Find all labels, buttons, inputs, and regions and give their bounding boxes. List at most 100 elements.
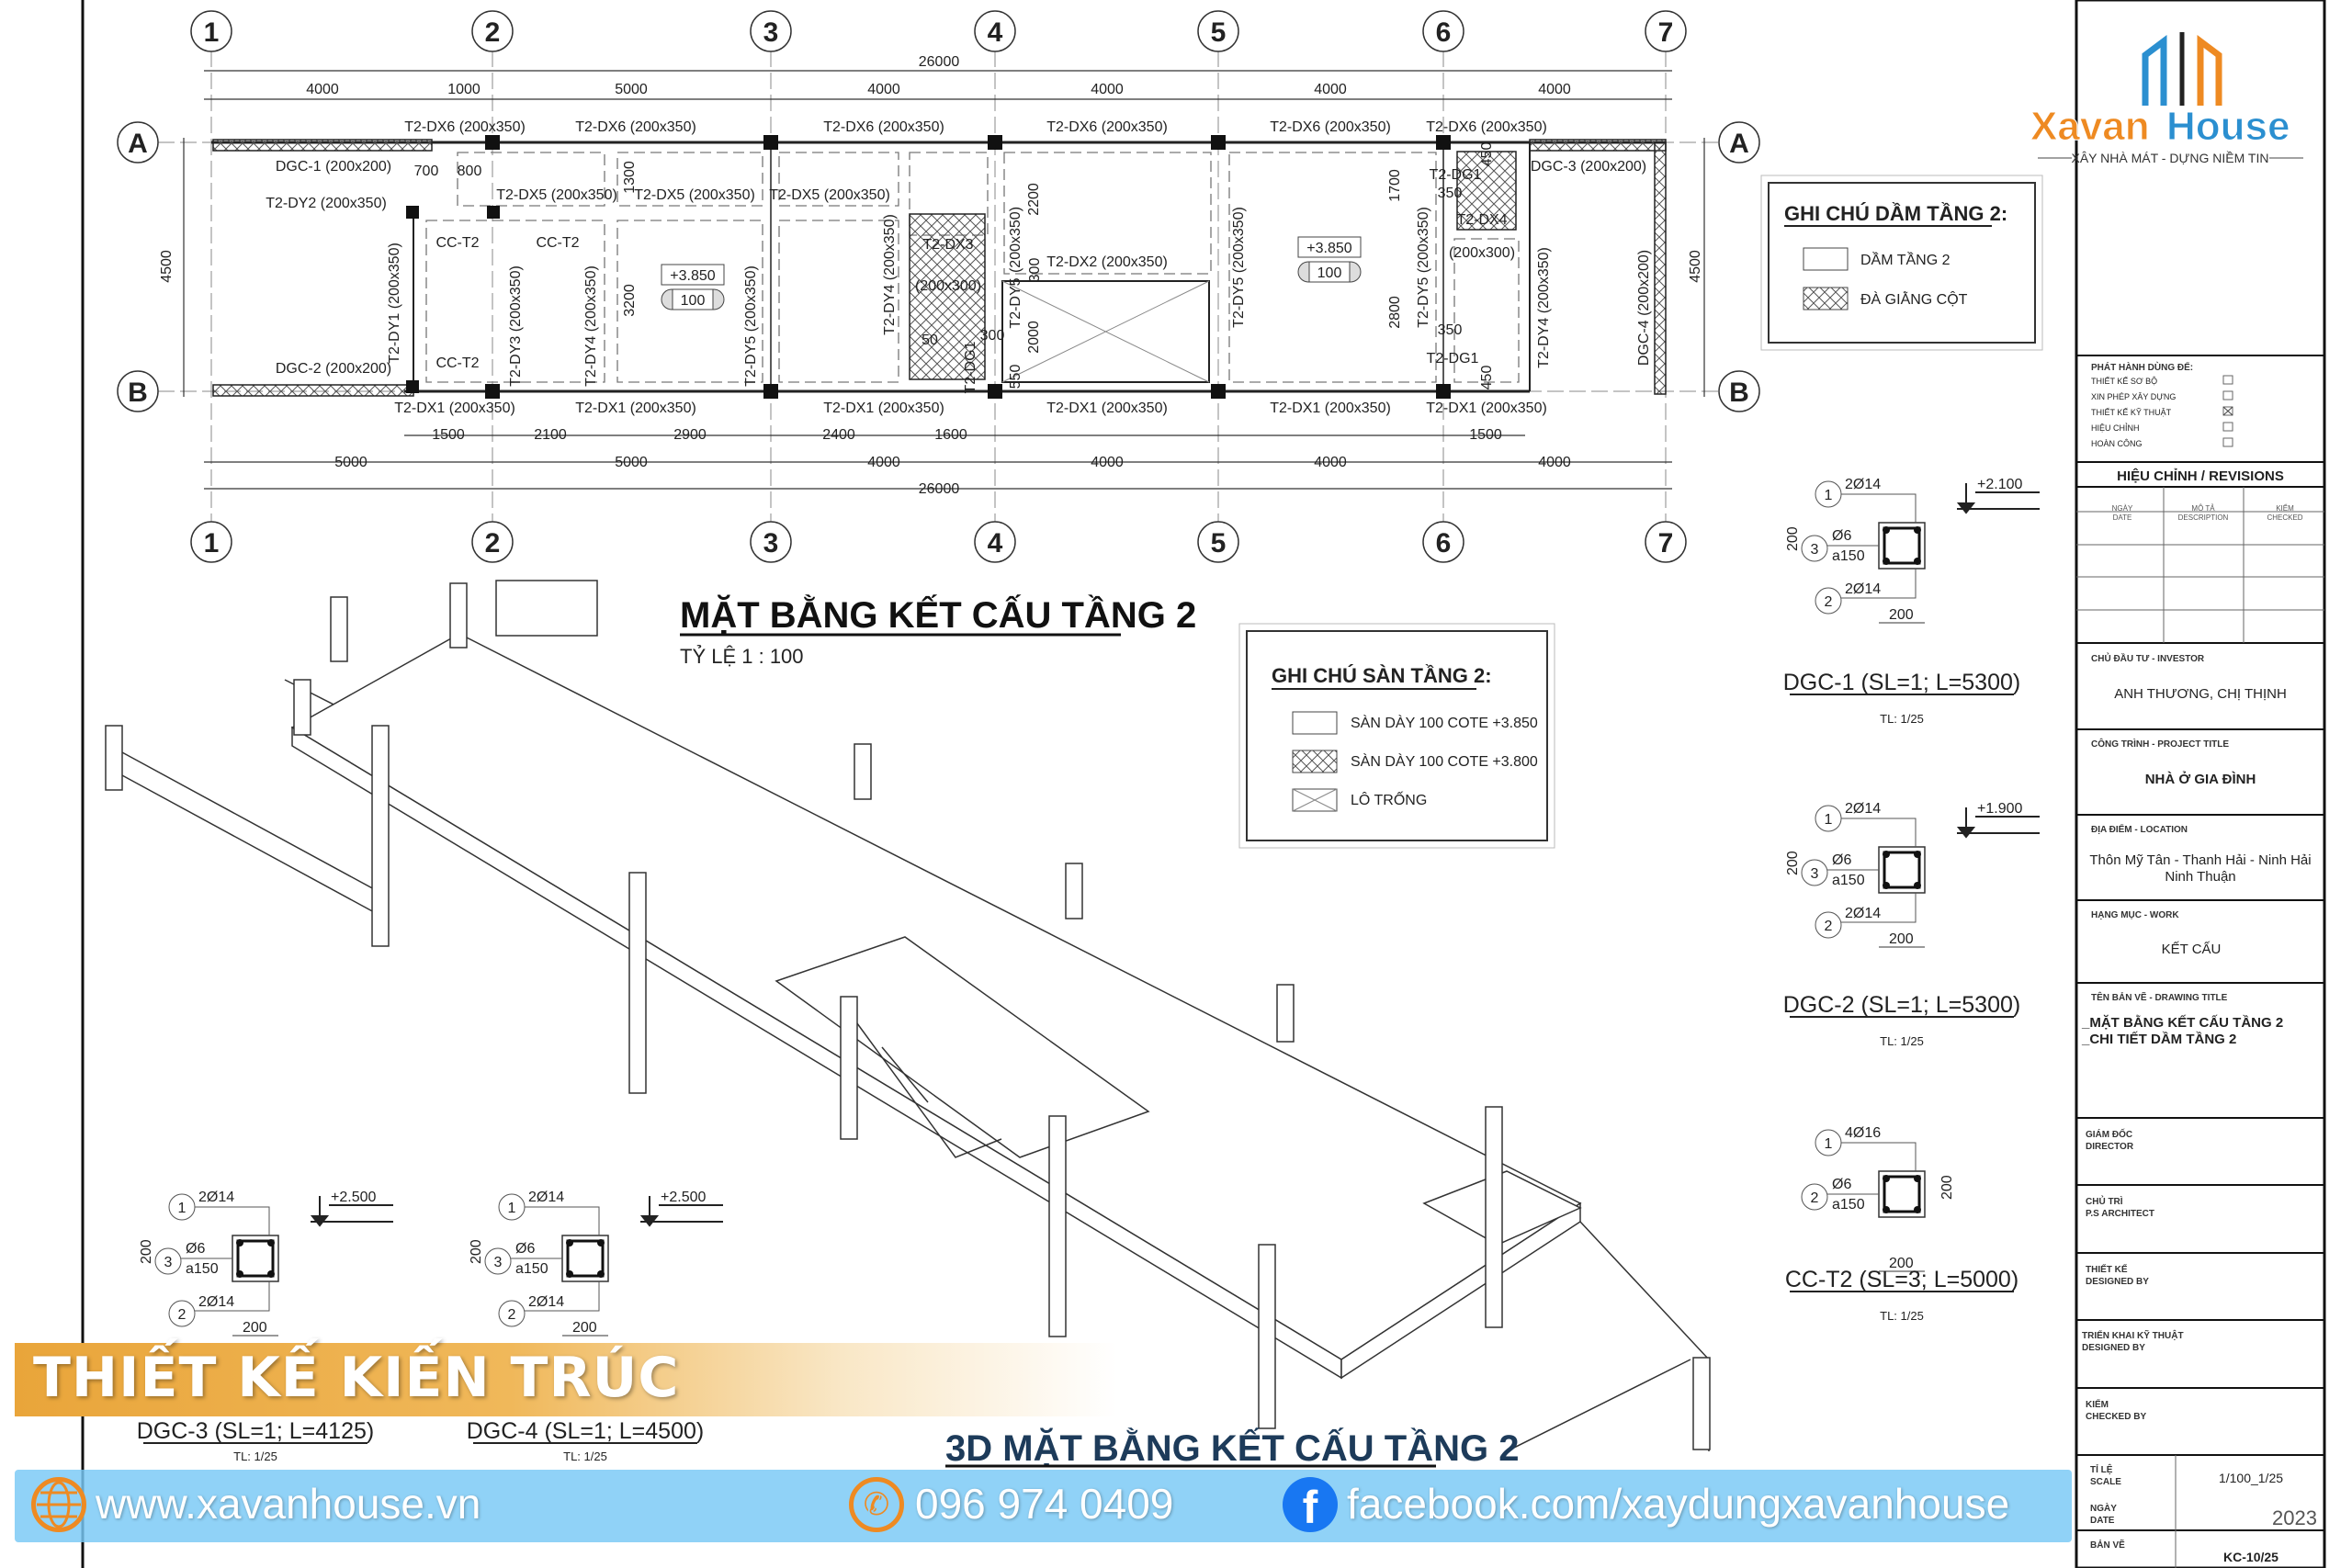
issue-title: PHÁT HÀNH DÙNG ĐỂ: <box>2091 361 2193 373</box>
website-link[interactable]: www.xavanhouse.vn <box>96 1480 481 1528</box>
issue-checkbox[interactable] <box>2222 375 2233 385</box>
grid-4: 4 <box>988 17 1003 48</box>
rev-col: NGÀY <box>2112 504 2133 513</box>
dim-bottom: 5000 <box>615 455 648 470</box>
plan-vlabel: T2-DY5 (200x350) <box>1416 207 1431 328</box>
section-top: 2Ø14 <box>1845 477 1881 492</box>
rebar-marker <box>1815 587 1842 615</box>
rebar <box>236 1239 243 1247</box>
dim-bottom: 1500 <box>1469 427 1502 443</box>
sheet-label: BẢN VẼ <box>2090 1539 2125 1551</box>
beam-label: T2-DX1 (200x350) <box>394 400 515 416</box>
grid-bubbles: 1 2 3 4 5 6 7 1 2 3 4 5 6 7 A B A B <box>117 10 1760 563</box>
dim-bottom: 2100 <box>534 427 567 443</box>
plan-label: T2-DY2 (200x350) <box>266 196 387 211</box>
grid-7-bottom: 7 <box>1658 528 1674 558</box>
rebar-marker <box>1801 859 1828 886</box>
section-scale: TL: 1/25 <box>233 1450 277 1463</box>
section-bottom: 2Ø14 <box>528 1294 564 1310</box>
rebar-marker <box>498 1300 526 1327</box>
section-spacing: a150 <box>1832 1197 1865 1213</box>
scale-label-en: SCALE <box>2090 1477 2121 1487</box>
plan-label: T2-DG1 <box>1427 351 1479 367</box>
investor: ANH THƯƠNG, CHỊ THỊNH <box>2114 686 2287 702</box>
rebar <box>236 1270 243 1278</box>
section-stirrup: Ø6 <box>186 1241 205 1257</box>
section-stirrup: Ø6 <box>1832 528 1851 544</box>
issue-checkbox[interactable] <box>2222 437 2233 447</box>
plan-label: 350 <box>1438 322 1463 338</box>
legend-item: SÀN DÀY 100 COTE +3.850 <box>1351 714 1538 731</box>
issue-checkbox[interactable] <box>2222 422 2233 432</box>
rebar-marker-number: 1 <box>1825 488 1833 503</box>
beam-label: T2-DX6 (200x350) <box>404 119 526 135</box>
phone-number[interactable]: 096 974 0409 <box>915 1480 1174 1528</box>
grid-4-bottom: 4 <box>988 528 1003 558</box>
plan-label: T2-DX5 (200x350) <box>496 187 617 203</box>
level-tag: +3.850 100 <box>1297 236 1362 283</box>
dim-bottom: 4000 <box>867 455 900 470</box>
section-bottom: 2Ø14 <box>1845 581 1881 597</box>
dim-side: 4500 <box>1688 250 1703 283</box>
dim-bottom: 1600 <box>934 427 967 443</box>
rebar-marker-number: 1 <box>1825 1136 1833 1152</box>
grid-b: B <box>128 378 148 408</box>
level-value: +3.850 <box>670 268 715 284</box>
issue-checkbox[interactable] <box>2222 390 2233 400</box>
dim-top: 4000 <box>1314 82 1347 97</box>
issue-item-label: XIN PHÉP XÂY DỰNG <box>2091 392 2176 401</box>
grid-a: A <box>128 129 148 159</box>
work-label: HẠNG MỤC - WORK <box>2091 910 2179 920</box>
beam-label: T2-DX1 (200x350) <box>1046 400 1168 416</box>
date-label-en: DATE <box>2090 1516 2115 1526</box>
beam-label: T2-DX1 (200x350) <box>575 400 696 416</box>
title-block <box>2076 355 2324 1568</box>
slab-3800-top <box>1456 151 1517 231</box>
contact-banner: www.xavanhouse.vn ✆ 096 974 0409 f faceb… <box>15 1470 2072 1542</box>
dim-bottom: 2900 <box>673 427 707 443</box>
rev-col: DESCRIPTION <box>2178 513 2229 522</box>
section-title: DGC-1 (SL=1; L=5300) <box>1783 670 2020 695</box>
plan-dimensions: 26000 4000 1000 5000 4000 4000 4000 4000… <box>159 54 1703 497</box>
section-spacing: a150 <box>186 1261 219 1277</box>
plan-vlabel: 3200 <box>622 284 638 317</box>
section-scale: TL: 1/25 <box>1880 1309 1924 1323</box>
slab-hatch-swatch <box>1292 750 1338 773</box>
beam-legend: GHI CHÚ DẦM TẦNG 2: DẦM TẦNG 2 ĐÀ GIẰNG … <box>1760 175 2043 351</box>
section-spacing: a150 <box>1832 873 1865 888</box>
rebar <box>1914 526 1921 534</box>
section-level: +1.900 <box>1977 801 2022 817</box>
plan-label: (200x300) <box>915 278 981 294</box>
plan-label: 50 <box>922 333 938 348</box>
plan-vlabel: T2-DY4 (200x350) <box>882 214 898 335</box>
plan-vlabel: T2-DG1 <box>963 341 978 393</box>
dim-side: 4500 <box>159 250 175 283</box>
location-line-2: Ninh Thuận <box>2165 869 2235 885</box>
section-title: DGC-3 (SL=1; L=4125) <box>137 1418 374 1444</box>
rebar-marker-number: 1 <box>508 1201 516 1216</box>
section-top: 4Ø16 <box>1845 1125 1881 1141</box>
xavan-house-logo: Xavan House XÂY NHÀ MÁT - DỰNG NIỀM TIN <box>2030 32 2303 165</box>
slab-legend-title: GHI CHÚ SÀN TẦNG 2: <box>1272 664 1492 687</box>
section-stirrup: Ø6 <box>1832 852 1851 868</box>
dim-top: 1000 <box>447 82 481 97</box>
rev-col: KIỂM <box>2276 504 2294 513</box>
beam-label: T2-DX6 (200x350) <box>1426 119 1547 135</box>
structural-plan <box>158 51 1718 524</box>
work: KẾT CẤU <box>2162 942 2222 957</box>
director-label: GIÁM ĐỐC <box>2086 1127 2132 1140</box>
stirrup <box>1883 851 1921 889</box>
rebar-marker-number: 2 <box>1825 919 1833 934</box>
plan-label: (200x300) <box>1449 245 1515 261</box>
section-title: DGC-4 (SL=1; L=4500) <box>467 1418 704 1444</box>
section-title: DGC-2 (SL=1; L=5300) <box>1783 992 2020 1018</box>
facebook-link[interactable]: facebook.com/xaydungxavanhouse <box>1347 1480 2010 1528</box>
rebar <box>1883 882 1890 889</box>
designer-label-en: DESIGNED BY <box>2086 1277 2149 1287</box>
section-level: +2.100 <box>1977 477 2022 492</box>
